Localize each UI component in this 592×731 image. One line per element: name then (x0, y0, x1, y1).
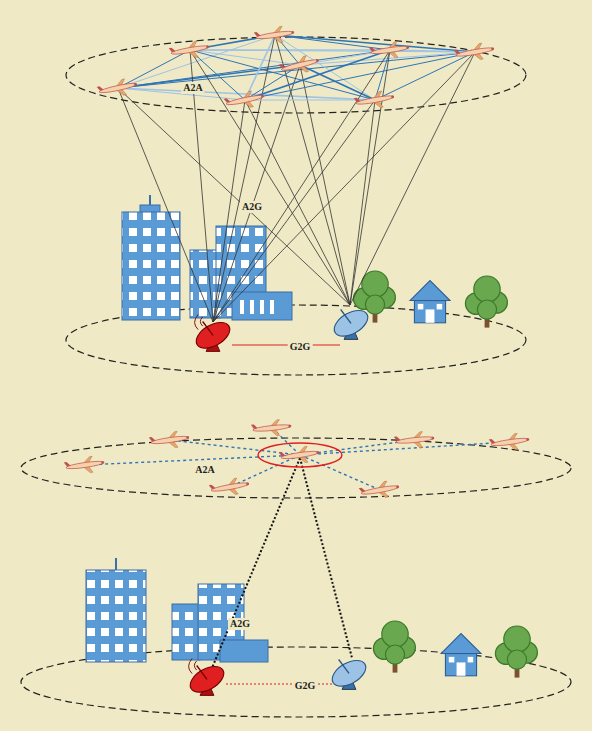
a2a-link (300, 442, 510, 455)
label-box: G2G (288, 336, 313, 354)
a2a-link (190, 50, 475, 52)
label-box: A2G (240, 196, 264, 214)
a2g-link (213, 50, 390, 322)
a2g-link (275, 35, 350, 305)
airplane (64, 455, 106, 476)
airplane (251, 418, 292, 438)
a2g-link (350, 52, 475, 305)
a2a-link (245, 50, 390, 100)
a2a-label: A2A (193, 464, 216, 476)
a2a-link (375, 52, 475, 100)
g2g-label: G2G (293, 680, 318, 692)
airplane (453, 41, 495, 63)
airplane (96, 77, 138, 101)
a2a-link (230, 455, 300, 487)
a2g-label: A2G (228, 618, 252, 630)
a2g-link (350, 100, 375, 305)
a2g-link (118, 88, 213, 322)
airplane (149, 430, 191, 451)
a2a-link (275, 35, 475, 52)
label-box: G2G (293, 675, 318, 693)
airplane (254, 25, 296, 46)
a2a-link (300, 455, 380, 490)
a2g-link (350, 50, 390, 305)
airplane (489, 432, 531, 453)
airplane (394, 430, 435, 450)
airplane (353, 89, 395, 111)
a2a-link (375, 50, 390, 100)
a2a-label: A2A (181, 82, 204, 94)
a2g-label: A2G (240, 201, 264, 213)
airplane (358, 479, 400, 501)
g2g-label: G2G (288, 341, 313, 353)
airplane (369, 40, 411, 61)
a2a-link (190, 50, 300, 65)
a2a-link (245, 52, 475, 100)
a2g-link (213, 100, 375, 322)
airplane (278, 53, 321, 78)
label-box: A2A (193, 459, 216, 477)
a2a-link (300, 65, 375, 100)
airplane (279, 445, 321, 466)
label-box: A2A (181, 77, 204, 95)
airplane (168, 39, 210, 61)
a2g-link (213, 52, 475, 322)
a2g-link (190, 50, 350, 305)
label-box: A2G (228, 613, 252, 631)
airplane (223, 89, 265, 113)
a2g-link (300, 65, 350, 305)
airplane (208, 476, 250, 498)
a2g-link (213, 65, 300, 322)
